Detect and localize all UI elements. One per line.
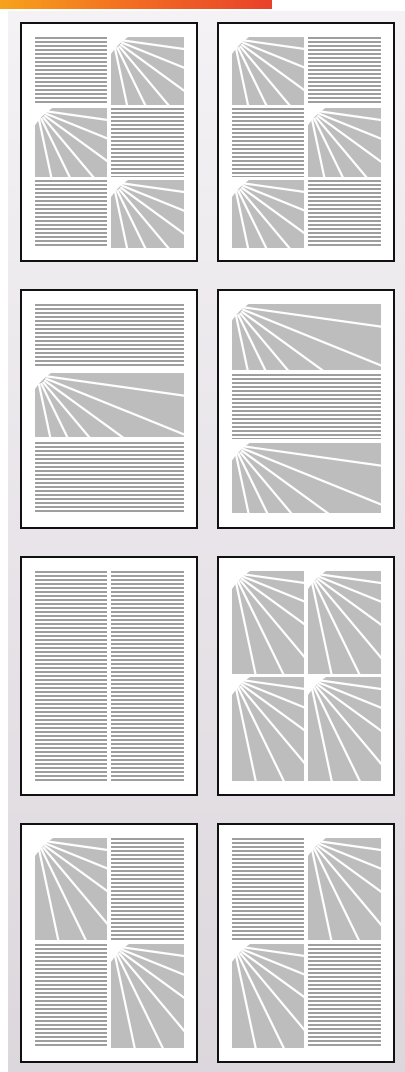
sunburst-image-placeholder-icon xyxy=(232,180,304,248)
image-placeholder xyxy=(308,108,381,177)
sun-ray xyxy=(312,120,335,177)
text-placeholder xyxy=(232,374,381,439)
sun-ray xyxy=(316,581,381,674)
image-placeholder xyxy=(232,443,381,513)
image-placeholder xyxy=(232,944,304,1048)
image-placeholder xyxy=(232,304,381,370)
sun-ray xyxy=(115,49,138,105)
sun-ray xyxy=(320,680,381,700)
sun-ray xyxy=(244,446,381,472)
text-placeholder xyxy=(35,442,184,512)
image-placeholder xyxy=(308,677,381,781)
layout-thumbnail-3[interactable] xyxy=(20,289,198,529)
text-placeholder xyxy=(308,180,381,248)
image-placeholder xyxy=(111,180,184,248)
sun-ray xyxy=(46,379,184,437)
sun-ray xyxy=(320,841,381,861)
sun-ray xyxy=(240,687,304,781)
image-placeholder xyxy=(232,180,304,248)
sun-ray xyxy=(39,120,62,177)
text-placeholder xyxy=(111,108,184,177)
layout-thumbnail-6[interactable] xyxy=(217,556,395,796)
text-placeholder xyxy=(35,571,107,781)
image-placeholder xyxy=(35,108,107,177)
text-placeholder xyxy=(232,108,304,177)
sunburst-image-placeholder-icon xyxy=(35,373,184,437)
sun-ray xyxy=(236,49,259,105)
sun-ray xyxy=(240,954,304,1048)
sunburst-image-placeholder-icon xyxy=(35,108,107,177)
sunburst-image-placeholder-icon xyxy=(111,180,184,248)
image-placeholder xyxy=(308,571,381,674)
image-placeholder xyxy=(35,373,184,437)
text-placeholder xyxy=(308,944,381,1048)
layout-thumbnail-4[interactable] xyxy=(217,289,395,529)
sun-ray xyxy=(236,192,259,248)
image-placeholder xyxy=(111,944,184,1048)
sunburst-image-placeholder-icon xyxy=(111,944,184,1048)
sun-ray xyxy=(47,841,107,860)
layout-thumbnail-8[interactable] xyxy=(217,823,395,1063)
sunburst-image-placeholder-icon xyxy=(308,571,381,674)
sunburst-image-placeholder-icon xyxy=(308,838,381,940)
image-placeholder xyxy=(232,677,304,781)
sun-ray xyxy=(43,848,107,940)
image-placeholder xyxy=(35,838,107,940)
layout-thumbnail-5[interactable] xyxy=(20,556,198,796)
sun-ray xyxy=(316,687,381,781)
image-placeholder xyxy=(308,838,381,940)
sun-ray xyxy=(240,581,304,674)
text-placeholder xyxy=(111,571,184,781)
sunburst-image-placeholder-icon xyxy=(308,677,381,781)
image-placeholder xyxy=(232,37,304,105)
sun-ray xyxy=(320,574,381,594)
sun-ray xyxy=(316,848,381,940)
sun-ray xyxy=(244,947,304,967)
text-placeholder xyxy=(111,838,184,940)
text-placeholder xyxy=(35,180,107,248)
sunburst-image-placeholder-icon xyxy=(232,37,304,105)
sun-ray xyxy=(243,310,381,370)
text-placeholder xyxy=(35,37,107,105)
sun-ray xyxy=(123,947,184,967)
layout-gallery xyxy=(8,11,405,1072)
text-placeholder xyxy=(308,37,381,105)
sunburst-image-placeholder-icon xyxy=(232,304,381,370)
text-placeholder xyxy=(232,838,304,940)
layout-thumbnail-1[interactable] xyxy=(20,22,198,262)
sun-ray xyxy=(244,680,304,700)
text-placeholder xyxy=(35,944,107,1048)
text-placeholder xyxy=(35,304,184,368)
sunburst-image-placeholder-icon xyxy=(232,944,304,1048)
sunburst-image-placeholder-icon xyxy=(35,838,107,940)
sunburst-image-placeholder-icon xyxy=(308,108,381,177)
image-placeholder xyxy=(232,571,304,674)
sun-ray xyxy=(119,954,184,1048)
sun-ray xyxy=(115,192,138,248)
layout-thumbnail-2[interactable] xyxy=(217,22,395,262)
sunburst-image-placeholder-icon xyxy=(232,677,304,781)
image-placeholder xyxy=(111,37,184,105)
sunburst-image-placeholder-icon xyxy=(232,571,304,674)
layout-thumbnail-7[interactable] xyxy=(20,823,198,1063)
sun-ray xyxy=(244,574,304,594)
orange-accent-bar xyxy=(0,0,272,9)
sunburst-image-placeholder-icon xyxy=(232,443,381,513)
sunburst-image-placeholder-icon xyxy=(111,37,184,105)
